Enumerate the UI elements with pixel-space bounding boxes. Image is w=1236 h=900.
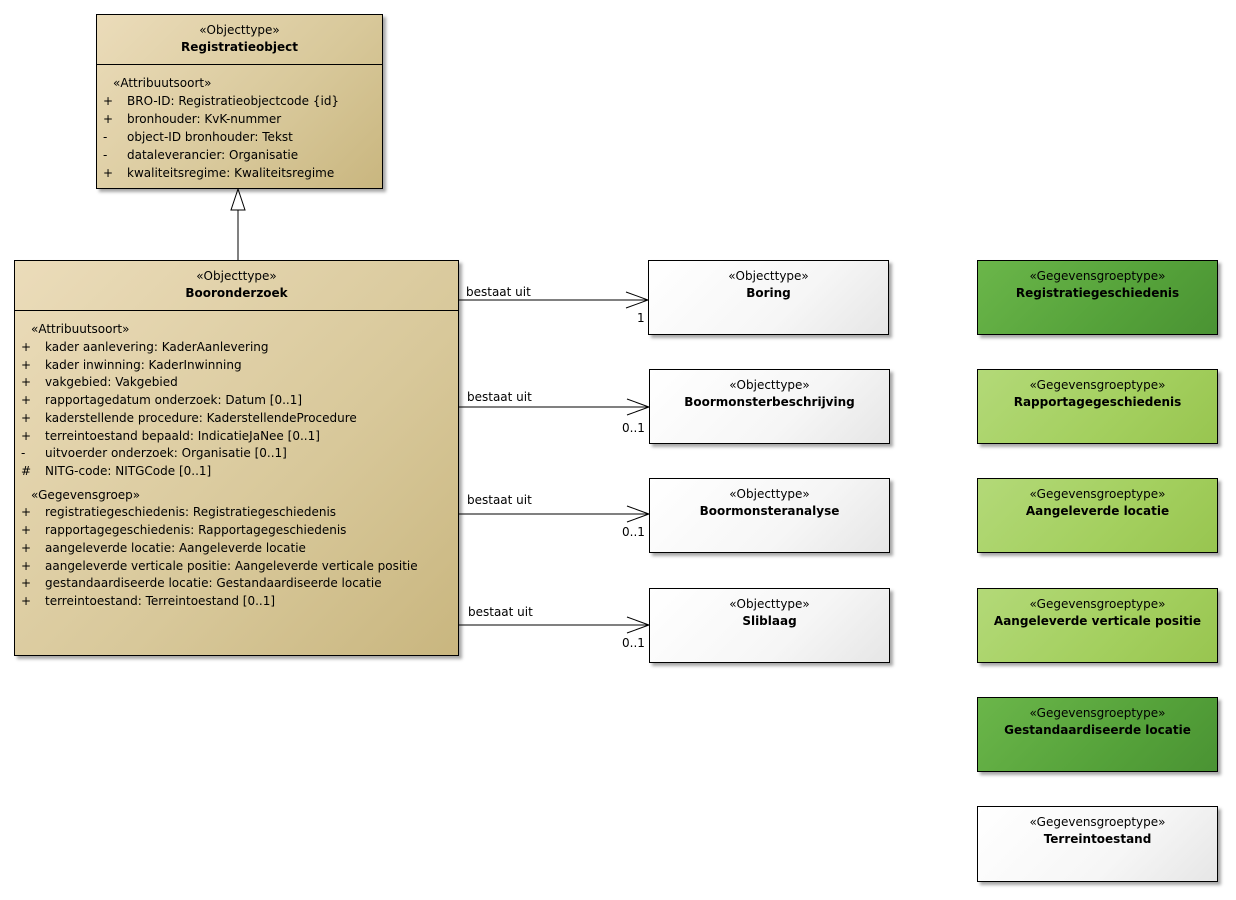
class-terreintoestand[interactable]: «Gegevensgroeptype» Terreintoestand <box>977 806 1218 882</box>
stereotype-label: «Gegevensgroeptype» <box>1029 269 1166 283</box>
multiplicity-label: 0..1 <box>622 421 645 435</box>
stereotype-label: «Objecttype» <box>199 23 280 37</box>
class-header: «Objecttype» Registratieobject <box>97 15 382 56</box>
compartment-separator <box>15 310 458 311</box>
class-registratieobject[interactable]: «Objecttype» Registratieobject «Attribuu… <box>96 14 383 189</box>
class-name: Boring <box>746 286 791 300</box>
association-boormonsteranalyse <box>459 505 651 523</box>
class-name: Boormonsterbeschrijving <box>684 395 855 409</box>
generalization-arrowhead <box>230 187 246 211</box>
class-header: «Objecttype» Booronderzoek <box>15 261 458 302</box>
attribute-group-label: «Attribuutsoort» <box>31 322 130 336</box>
class-boormonsterbeschrijving[interactable]: «Objecttype» Boormonsterbeschrijving <box>649 369 890 444</box>
stereotype-label: «Gegevensgroeptype» <box>1029 597 1166 611</box>
class-name: Booronderzoek <box>185 286 288 300</box>
class-name: Aangeleverde locatie <box>1025 504 1170 518</box>
class-name: Terreintoestand <box>1043 832 1152 846</box>
class-boring[interactable]: «Objecttype» Boring <box>648 260 889 335</box>
gegevensgroep-label: «Gegevensgroep» <box>31 488 141 502</box>
stereotype-label: «Gegevensgroeptype» <box>1029 706 1166 720</box>
multiplicity-label: 0..1 <box>622 636 645 650</box>
class-rapportagegeschiedenis[interactable]: «Gegevensgroeptype» Rapportagegeschiedeni… <box>977 369 1218 444</box>
class-name: Sliblaag <box>742 614 797 628</box>
stereotype-label: «Objecttype» <box>728 269 809 283</box>
association-sliblaag <box>459 616 651 634</box>
class-registratiegeschiedenis[interactable]: «Gegevensgroeptype» Registratiegeschieden… <box>977 260 1218 335</box>
class-name: Registratiegeschiedenis <box>1015 286 1180 300</box>
class-sliblaag[interactable]: «Objecttype» Sliblaag <box>649 588 890 663</box>
class-name: Aangeleverde verticale positie <box>993 614 1202 628</box>
stereotype-label: «Gegevensgroeptype» <box>1029 487 1166 501</box>
class-name: Boormonsteranalyse <box>699 504 840 518</box>
compartment-separator <box>97 64 382 65</box>
class-name: Rapportagegeschiedenis <box>1013 395 1182 409</box>
stereotype-label: «Gegevensgroeptype» <box>1029 815 1166 829</box>
stereotype-label: «Objecttype» <box>729 597 810 611</box>
association-label: bestaat uit <box>467 390 532 404</box>
class-name: Gestandaardiseerde locatie <box>1004 723 1191 737</box>
association-label: bestaat uit <box>467 493 532 507</box>
attribute-group-label: «Attribuutsoort» <box>113 76 212 90</box>
stereotype-label: «Objecttype» <box>729 487 810 501</box>
association-label: bestaat uit <box>466 285 531 299</box>
class-booronderzoek[interactable]: «Objecttype» Booronderzoek «Attribuutsoo… <box>14 260 459 656</box>
class-gestandaardiseerde-locatie[interactable]: «Gegevensgroeptype» Gestandaardiseerde lo… <box>977 697 1218 772</box>
class-aangeleverde-verticale-positie[interactable]: «Gegevensgroeptype» Aangeleverde vertical… <box>977 588 1218 663</box>
stereotype-label: «Objecttype» <box>196 269 277 283</box>
stereotype-label: «Objecttype» <box>729 378 810 392</box>
multiplicity-label: 0..1 <box>622 525 645 539</box>
multiplicity-label: 1 <box>637 311 645 325</box>
class-aangeleverde-locatie[interactable]: «Gegevensgroeptype» Aangeleverde locatie <box>977 478 1218 553</box>
class-boormonsteranalyse[interactable]: «Objecttype» Boormonsteranalyse <box>649 478 890 553</box>
association-label: bestaat uit <box>468 605 533 619</box>
stereotype-label: «Gegevensgroeptype» <box>1029 378 1166 392</box>
class-name: Registratieobject <box>181 40 298 54</box>
